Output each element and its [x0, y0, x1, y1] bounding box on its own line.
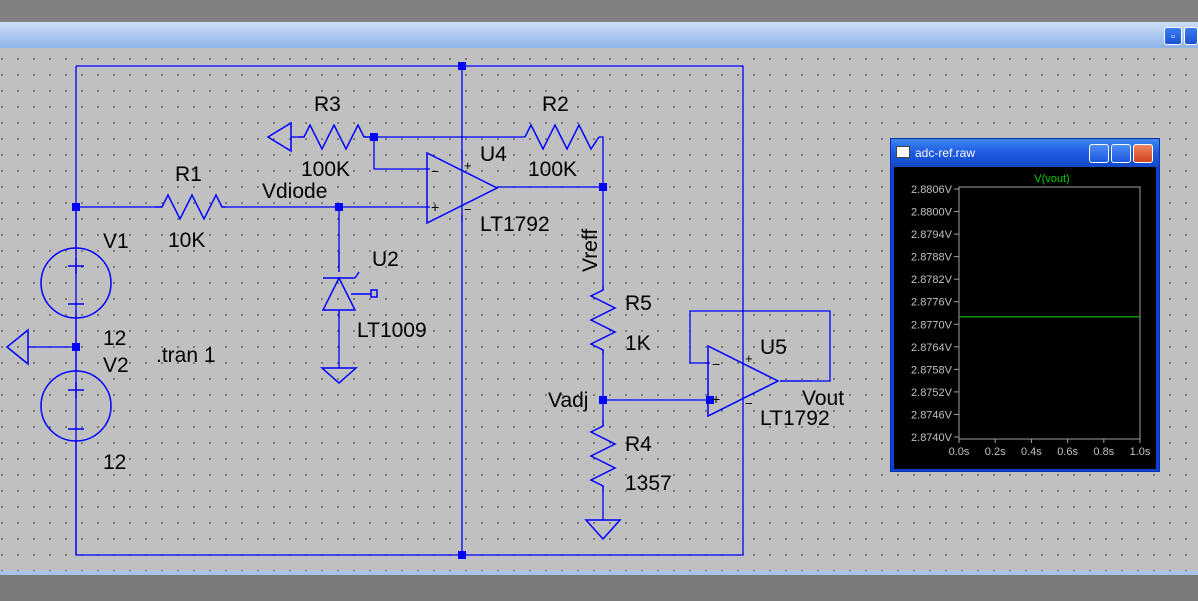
y-tick-label: 2.8746V [911, 409, 953, 421]
r1-resistor[interactable] [155, 193, 226, 221]
u4-model-label[interactable]: LT1792 [480, 213, 550, 236]
maximize-button[interactable] [1111, 144, 1131, 163]
net-label-vdiode[interactable]: Vdiode [262, 180, 327, 203]
r5-value-label[interactable]: 1K [625, 332, 651, 355]
wires [28, 65, 831, 556]
x-tick-label: 0.8s [1093, 446, 1114, 458]
y-tick-label: 2.8770V [911, 319, 953, 331]
bottom-strip [0, 575, 1198, 601]
r5-ref-label[interactable]: R5 [625, 292, 652, 315]
y-tick-label: 2.8788V [911, 252, 953, 264]
v1-voltage-source[interactable] [40, 247, 112, 319]
ground-u2-icon [320, 367, 358, 385]
x-tick-label: 0.6s [1057, 446, 1078, 458]
r4-ref-label[interactable]: R4 [625, 433, 652, 456]
x-tick-label: 0.2s [985, 446, 1006, 458]
u2-model-label[interactable]: LT1009 [357, 319, 427, 342]
document-title-bar [0, 22, 1198, 49]
waveform-window-title: adc-ref.raw [915, 146, 976, 160]
y-tick-label: 2.8806V [911, 184, 953, 196]
plot-pane[interactable]: V(vout) 2.8806V 2.8800V 2.8794V 2.8788V 2.87… [894, 167, 1156, 469]
y-tick-label: 2.8752V [911, 387, 953, 399]
y-tick-label: 2.8782V [911, 274, 953, 286]
y-tick-label: 2.8776V [911, 297, 953, 309]
svg-text:+: + [464, 158, 472, 173]
net-label-vreff[interactable]: Vreff [579, 229, 602, 272]
u4-ref-label[interactable]: U4 [480, 143, 507, 166]
r1-ref-label[interactable]: R1 [175, 163, 202, 186]
minimize-button[interactable] [1089, 144, 1109, 163]
ground-r4-icon [584, 519, 622, 541]
v2-ref-label[interactable]: V2 [103, 354, 129, 377]
waveform-title-bar[interactable]: adc-ref.raw [891, 139, 1159, 167]
svg-text:+: + [431, 199, 439, 215]
r3-resistor[interactable] [298, 123, 374, 151]
ground-r3-icon [266, 121, 292, 153]
y-tick-label: 2.8758V [911, 364, 953, 376]
net-label-vout[interactable]: Vout [802, 387, 844, 410]
u4-opamp[interactable]: − + + − [426, 151, 499, 225]
x-tick-label: 0.0s [949, 446, 970, 458]
top-strip [0, 0, 1198, 22]
spice-directive[interactable]: .tran 1 [156, 344, 216, 367]
plot-frame [958, 186, 1141, 440]
r2-value-label[interactable]: 100K [528, 158, 577, 181]
svg-text:−: − [712, 356, 720, 372]
r3-ref-label[interactable]: R3 [314, 93, 341, 116]
r5-resistor[interactable] [589, 285, 617, 355]
close-button[interactable] [1133, 144, 1153, 163]
r2-ref-label[interactable]: R2 [542, 93, 569, 116]
y-tick-label: 2.8794V [911, 229, 953, 241]
r1-value-label[interactable]: 10K [168, 229, 205, 252]
r2-resistor[interactable] [524, 123, 600, 151]
x-tick-label: 0.4s [1021, 446, 1042, 458]
y-tick-label: 2.8764V [911, 342, 953, 354]
net-label-vadj[interactable]: Vadj [548, 389, 588, 412]
svg-text:−: − [431, 163, 439, 179]
trace-name-label[interactable]: V(vout) [1034, 173, 1069, 185]
u5-opamp[interactable]: − + + − [707, 344, 780, 418]
svg-text:+: + [745, 351, 753, 366]
svg-text:−: − [464, 202, 472, 217]
restore-document-button[interactable]: ▫ [1164, 27, 1182, 45]
waveform-app-icon [896, 146, 910, 158]
r4-value-label[interactable]: 1357 [625, 472, 672, 495]
v2-value-label[interactable]: 12 [103, 451, 126, 474]
r4-resistor[interactable] [589, 420, 617, 492]
u5-ref-label[interactable]: U5 [760, 336, 787, 359]
y-tick-label: 2.8800V [911, 207, 953, 219]
waveform-window[interactable]: adc-ref.raw V(vout) 2.8806V 2.8800V 2.8794… [890, 138, 1160, 472]
v1-value-label[interactable]: 12 [103, 327, 126, 350]
svg-text:−: − [745, 396, 753, 411]
window-bottom-edge [0, 571, 1198, 575]
svg-text:+: + [712, 391, 720, 407]
u5-model-label[interactable]: LT1792 [760, 407, 830, 430]
y-tick-label: 2.8740V [911, 432, 953, 444]
u2-ref-label[interactable]: U2 [372, 248, 399, 271]
r3-value-label[interactable]: 100K [301, 158, 350, 181]
waveform-plot[interactable]: V(vout) 2.8806V 2.8800V 2.8794V 2.8788V 2.87… [894, 167, 1156, 469]
u2-reference-diode[interactable] [321, 252, 378, 318]
v1-ref-label[interactable]: V1 [103, 230, 129, 253]
ground-v1v2-icon [5, 328, 29, 366]
v2-voltage-source[interactable] [40, 370, 112, 442]
x-tick-label: 1.0s [1130, 446, 1151, 458]
